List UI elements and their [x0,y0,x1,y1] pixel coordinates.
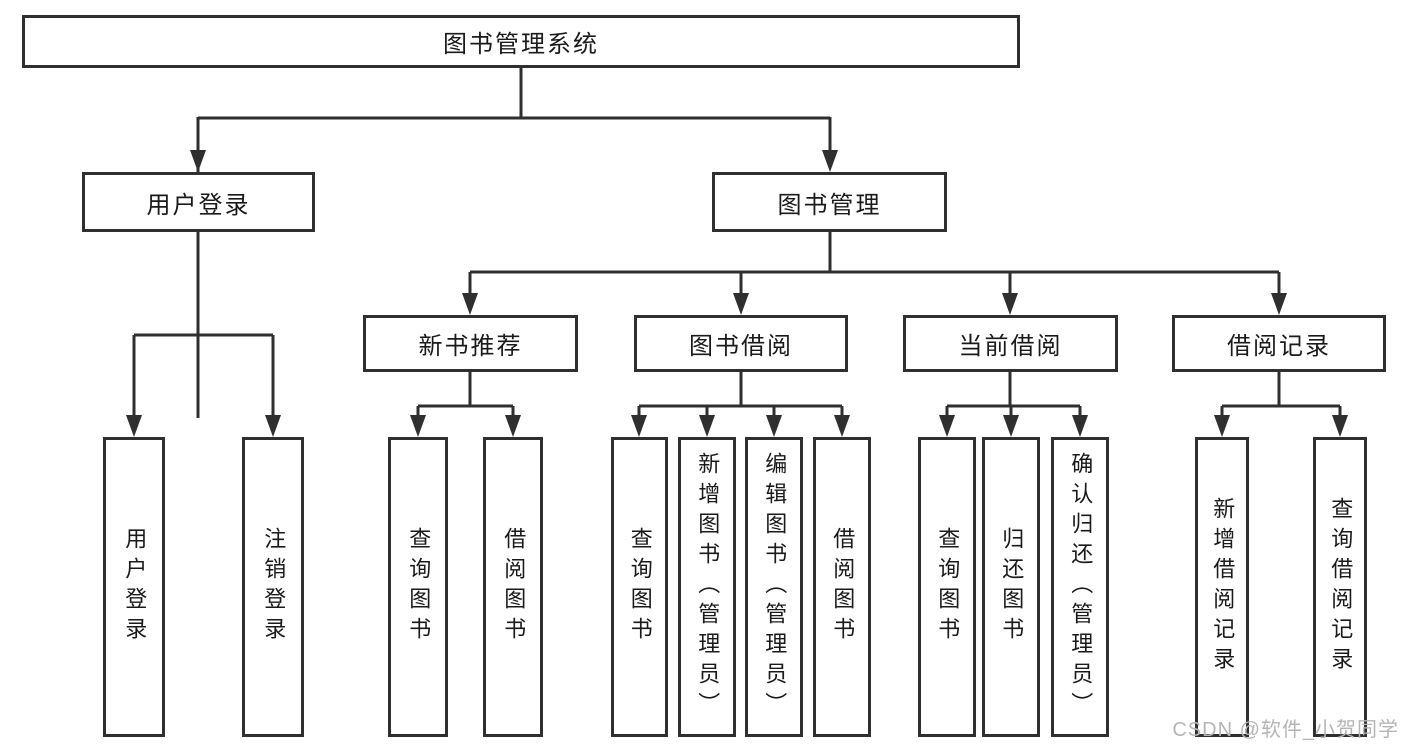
leaf-query-books-3: 查询图书 [918,437,976,737]
leaf-query-borrow-record-label: 查询借阅记录 [1328,497,1354,677]
node-book-borrow-label: 图书借阅 [689,333,793,360]
leaf-borrow-books-1-label: 借阅图书 [501,527,527,647]
node-current-borrow: 当前借阅 [903,315,1118,372]
leaf-edit-book-admin: 编辑图书（管理员） [745,437,803,737]
leaf-confirm-return-admin-label: 确认归还（管理员） [1068,452,1094,722]
arrowhead-icons [126,150,1348,437]
node-borrow-records: 借阅记录 [1172,315,1386,372]
node-borrow-records-label: 借阅记录 [1227,333,1331,360]
leaf-edit-book-admin-label: 编辑图书（管理员） [762,452,788,722]
node-new-book-recommend-label: 新书推荐 [418,333,523,360]
node-root-label: 图书管理系统 [443,31,599,58]
node-root-title: 图书管理系统 [22,15,1020,68]
leaf-add-borrow-record-label: 新增借阅记录 [1210,497,1236,677]
csdn-watermark: CSDN @软件_小贺同学 [1172,719,1399,741]
leaf-return-book-label: 归还图书 [999,527,1025,647]
leaf-query-books-2-label: 查询图书 [627,527,653,647]
leaf-add-borrow-record: 新增借阅记录 [1195,437,1249,737]
leaf-borrow-books-2-label: 借阅图书 [830,527,856,647]
leaf-borrow-books-2: 借阅图书 [813,437,871,737]
leaf-logout-label: 注销登录 [261,527,287,647]
leaf-add-book-admin: 新增图书（管理员） [678,437,736,737]
leaf-query-books-1: 查询图书 [388,437,448,737]
leaf-query-books-2: 查询图书 [611,437,668,737]
leaf-user-login-label: 用户登录 [122,527,148,647]
node-user-login: 用户登录 [82,172,315,232]
leaf-query-books-1-label: 查询图书 [406,527,432,647]
node-book-borrow: 图书借阅 [634,315,848,372]
node-book-management: 图书管理 [712,172,947,232]
leaf-user-login: 用户登录 [103,437,165,737]
leaf-borrow-books-1: 借阅图书 [483,437,543,737]
leaf-query-books-3-label: 查询图书 [935,527,961,647]
leaf-confirm-return-admin: 确认归还（管理员） [1051,437,1109,737]
leaf-query-borrow-record: 查询借阅记录 [1313,437,1367,737]
leaf-add-book-admin-label: 新增图书（管理员） [695,452,721,722]
leaf-return-book: 归还图书 [982,437,1040,737]
node-current-borrow-label: 当前借阅 [958,333,1063,360]
node-book-management-label: 图书管理 [777,191,882,219]
node-user-login-label: 用户登录 [146,191,251,219]
node-new-book-recommend: 新书推荐 [363,315,578,372]
leaf-logout: 注销登录 [242,437,304,737]
